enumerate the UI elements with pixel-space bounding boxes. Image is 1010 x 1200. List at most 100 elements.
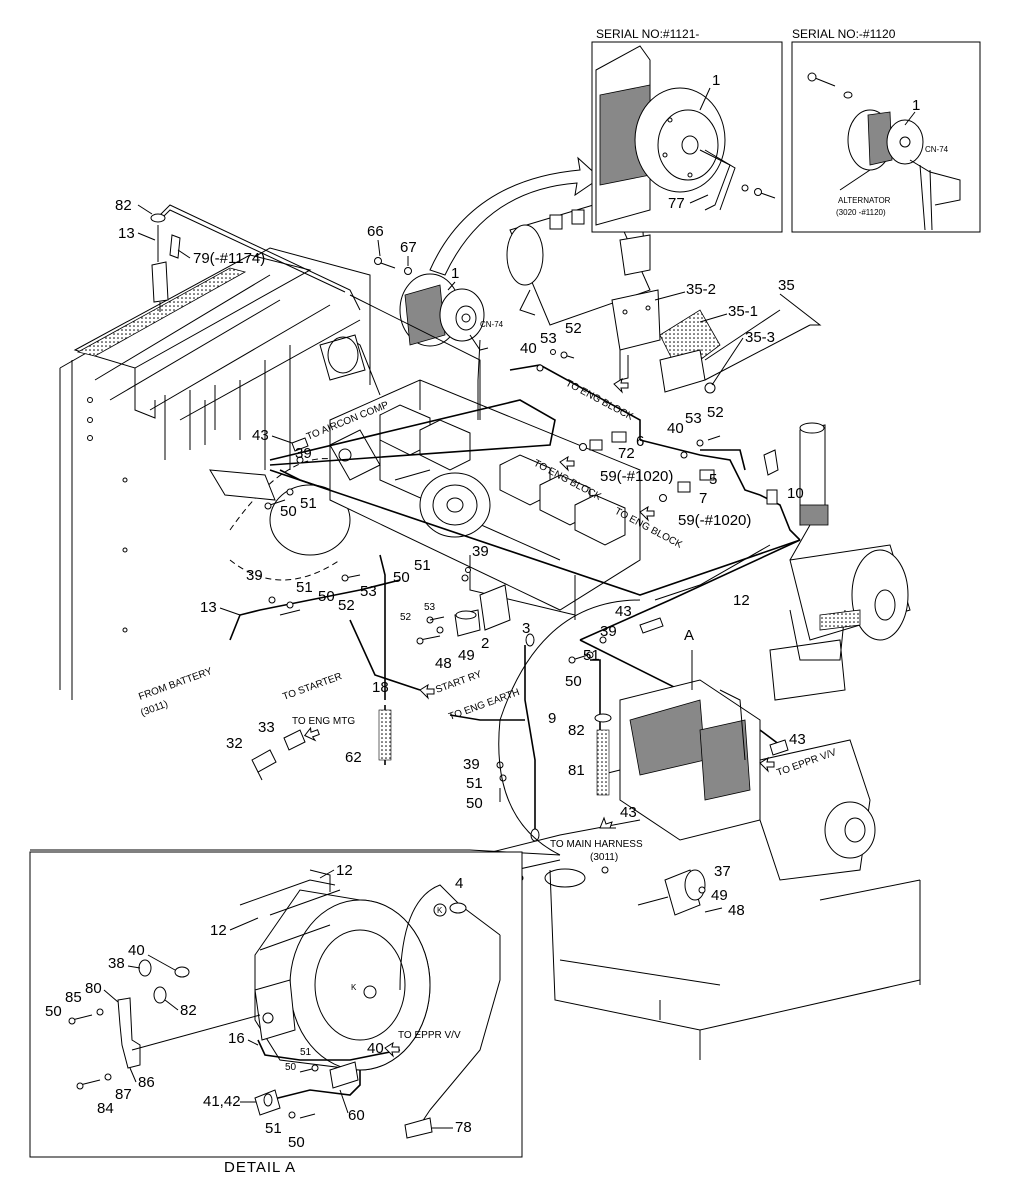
inset-serial-1121: SERIAL NO:#1121- 1 77 — [591, 27, 783, 233]
label-6: 6 — [636, 433, 644, 450]
radiator — [59, 247, 371, 700]
detail-label-12-a: 12 — [336, 862, 353, 879]
label-35-2: 35-2 — [686, 281, 716, 298]
inset-right-note1: ALTERNATOR — [838, 196, 891, 205]
detail-label-4: 4 — [455, 875, 463, 892]
label-51-b: 51 — [414, 557, 431, 574]
label-5: 5 — [709, 471, 717, 488]
main-labels: 82 13 79(-#1174) 66 67 1 CN-74 35 35-2 3… — [115, 197, 822, 919]
label-53-b: 53 — [685, 410, 702, 427]
detail-to-eppr: TO EPPR V/V — [398, 1030, 461, 1041]
detail-label-84: 84 — [97, 1100, 114, 1117]
inset-right-label-1: 1 — [912, 97, 920, 114]
label-48-a: 48 — [435, 655, 452, 672]
note-from-battery: FROM BATTERY — [137, 666, 214, 703]
label-40-a: 40 — [520, 340, 537, 357]
detail-label-K1: K — [437, 906, 443, 915]
detail-label-82: 82 — [180, 1002, 197, 1019]
label-81: 81 — [568, 762, 585, 779]
detail-label-51-b: 51 — [265, 1120, 282, 1137]
label-50-c: 50 — [318, 588, 335, 605]
label-66: 66 — [367, 223, 384, 240]
label-32: 32 — [226, 735, 243, 752]
label-50-e: 50 — [466, 795, 483, 812]
label-9: 9 — [548, 710, 556, 727]
inset-right-title: SERIAL NO:-#1120 — [792, 27, 896, 41]
detail-label-85: 85 — [65, 989, 82, 1006]
detail-label-50-a: 50 — [45, 1003, 62, 1020]
label-62: 62 — [345, 749, 362, 766]
note-from-battery-code: (3011) — [139, 699, 169, 719]
label-51-e: 51 — [466, 775, 483, 792]
label-39-a: 39 — [295, 445, 312, 462]
label-1: 1 — [451, 265, 459, 282]
inset-serial-1120: SERIAL NO:-#1120 1 CN-74 ALTERNATOR (302… — [791, 27, 981, 233]
note-main-harness-code: (3011) — [590, 852, 618, 863]
detail-label-86: 86 — [138, 1074, 155, 1091]
label-cn74: CN-74 — [480, 320, 504, 329]
label-A: A — [684, 627, 694, 644]
detail-title: DETAIL A — [224, 1159, 296, 1176]
note-to-eng-earth: TO ENG EARTH — [447, 687, 521, 723]
label-53-a: 53 — [540, 330, 557, 347]
flow-arrows — [303, 377, 775, 829]
label-82-top: 82 — [115, 197, 132, 214]
detail-label-41-42: 41,42 — [203, 1093, 241, 1110]
label-12-a: 12 — [733, 592, 750, 609]
label-39-e: 39 — [463, 756, 480, 773]
engine — [319, 334, 641, 620]
label-72: 72 — [618, 445, 635, 462]
label-82-b: 82 — [568, 722, 585, 739]
label-51-a: 51 — [300, 495, 317, 512]
label-53-c: 53 — [360, 583, 377, 600]
label-59-a: 59(-#1020) — [600, 468, 673, 485]
exhaust-pipe — [789, 422, 829, 561]
detail-label-50-b: 50 — [285, 1062, 297, 1073]
label-50-d: 50 — [565, 673, 582, 690]
label-39-b: 39 — [472, 543, 489, 560]
label-35-3: 35-3 — [745, 329, 775, 346]
inset-left-title: SERIAL NO:#1121- — [596, 27, 699, 41]
detail-a — [29, 851, 523, 1158]
label-40-b: 40 — [667, 420, 684, 437]
harness — [159, 204, 801, 835]
detail-label-40-b: 40 — [367, 1040, 384, 1057]
label-43-c: 43 — [620, 804, 637, 821]
inset-right-cn74: CN-74 — [925, 145, 949, 154]
label-43-b: 43 — [615, 603, 632, 620]
label-49-b: 49 — [711, 887, 728, 904]
note-start-ry: START RY — [434, 669, 483, 696]
air-cleaner — [769, 544, 911, 701]
label-43-d: 43 — [789, 731, 806, 748]
detail-label-12-b: 12 — [210, 922, 227, 939]
label-50-a: 50 — [280, 503, 297, 520]
detail-label-38: 38 — [108, 955, 125, 972]
label-49-a: 49 — [458, 647, 475, 664]
label-35: 35 — [778, 277, 795, 294]
bracket-35 — [611, 289, 811, 394]
inset-left-label-1: 1 — [712, 72, 720, 89]
detail-label-87: 87 — [115, 1086, 132, 1103]
detail-label-80: 80 — [85, 980, 102, 997]
hydraulic-pump — [599, 679, 876, 881]
note-to-starter: TO STARTER — [281, 671, 343, 703]
label-37: 37 — [714, 863, 731, 880]
label-2: 2 — [481, 635, 489, 652]
detail-label-16: 16 — [228, 1030, 245, 1047]
detail-label-K2: K — [351, 983, 357, 992]
label-52-d: 52 — [400, 612, 412, 623]
label-10: 10 — [787, 485, 804, 502]
label-18: 18 — [372, 679, 389, 696]
note-to-main-harness: TO MAIN HARNESS — [550, 839, 643, 850]
detail-label-50-c: 50 — [288, 1134, 305, 1151]
detail-label-78: 78 — [455, 1119, 472, 1136]
label-59-b: 59(-#1020) — [678, 512, 751, 529]
detail-label-40-a: 40 — [128, 942, 145, 959]
label-48-b: 48 — [728, 902, 745, 919]
label-79: 79(-#1174) — [193, 250, 265, 267]
label-67: 67 — [400, 239, 417, 256]
label-53-d: 53 — [424, 602, 436, 613]
label-39-d: 39 — [600, 623, 617, 640]
label-43-a: 43 — [252, 427, 269, 444]
